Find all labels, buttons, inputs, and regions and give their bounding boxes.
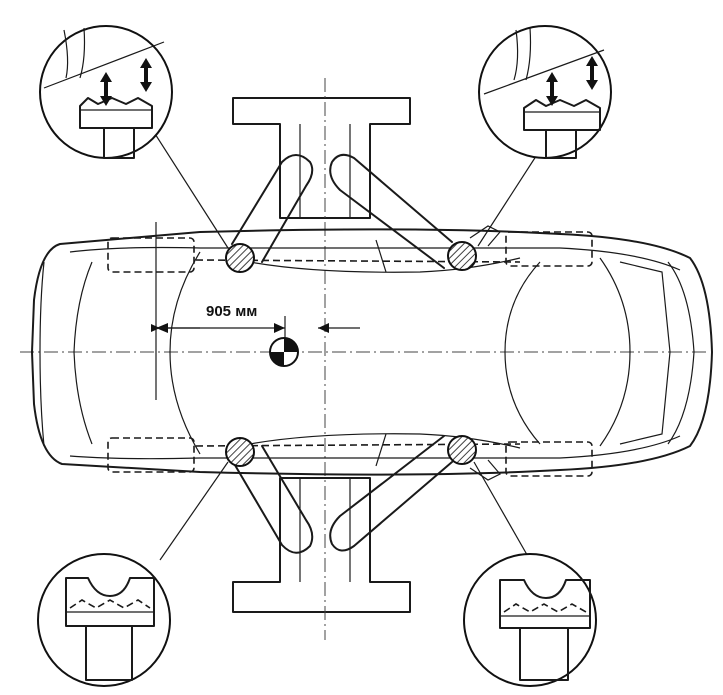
lift-pad-rear-left	[447, 241, 477, 271]
lift-arm-rear-right	[329, 435, 453, 552]
leader-rear-right	[473, 461, 531, 561]
lift-arm-front-right	[231, 445, 314, 554]
dimension-label: 905 мм	[206, 303, 257, 320]
car-body	[31, 225, 713, 481]
leader-front-left	[149, 125, 229, 249]
callout-bottom-right	[463, 553, 597, 687]
lift-pad-front-left	[225, 243, 255, 273]
center-of-gravity-icon	[269, 337, 299, 367]
lift-pad-rear-right	[447, 435, 477, 465]
lift-column-bottom	[232, 477, 411, 613]
lift-column-top	[232, 97, 411, 219]
callout-top-left	[39, 25, 173, 159]
lift-arm-front-left	[231, 154, 314, 263]
dimension-905: 905 мм	[151, 222, 360, 400]
leader-front-right	[159, 461, 229, 561]
callout-top-right	[478, 25, 612, 159]
lift-arm-rear-left	[329, 153, 453, 269]
callout-bottom-left	[37, 553, 171, 687]
lift-pad-front-right	[225, 437, 255, 467]
leader-rear-left	[477, 149, 541, 247]
